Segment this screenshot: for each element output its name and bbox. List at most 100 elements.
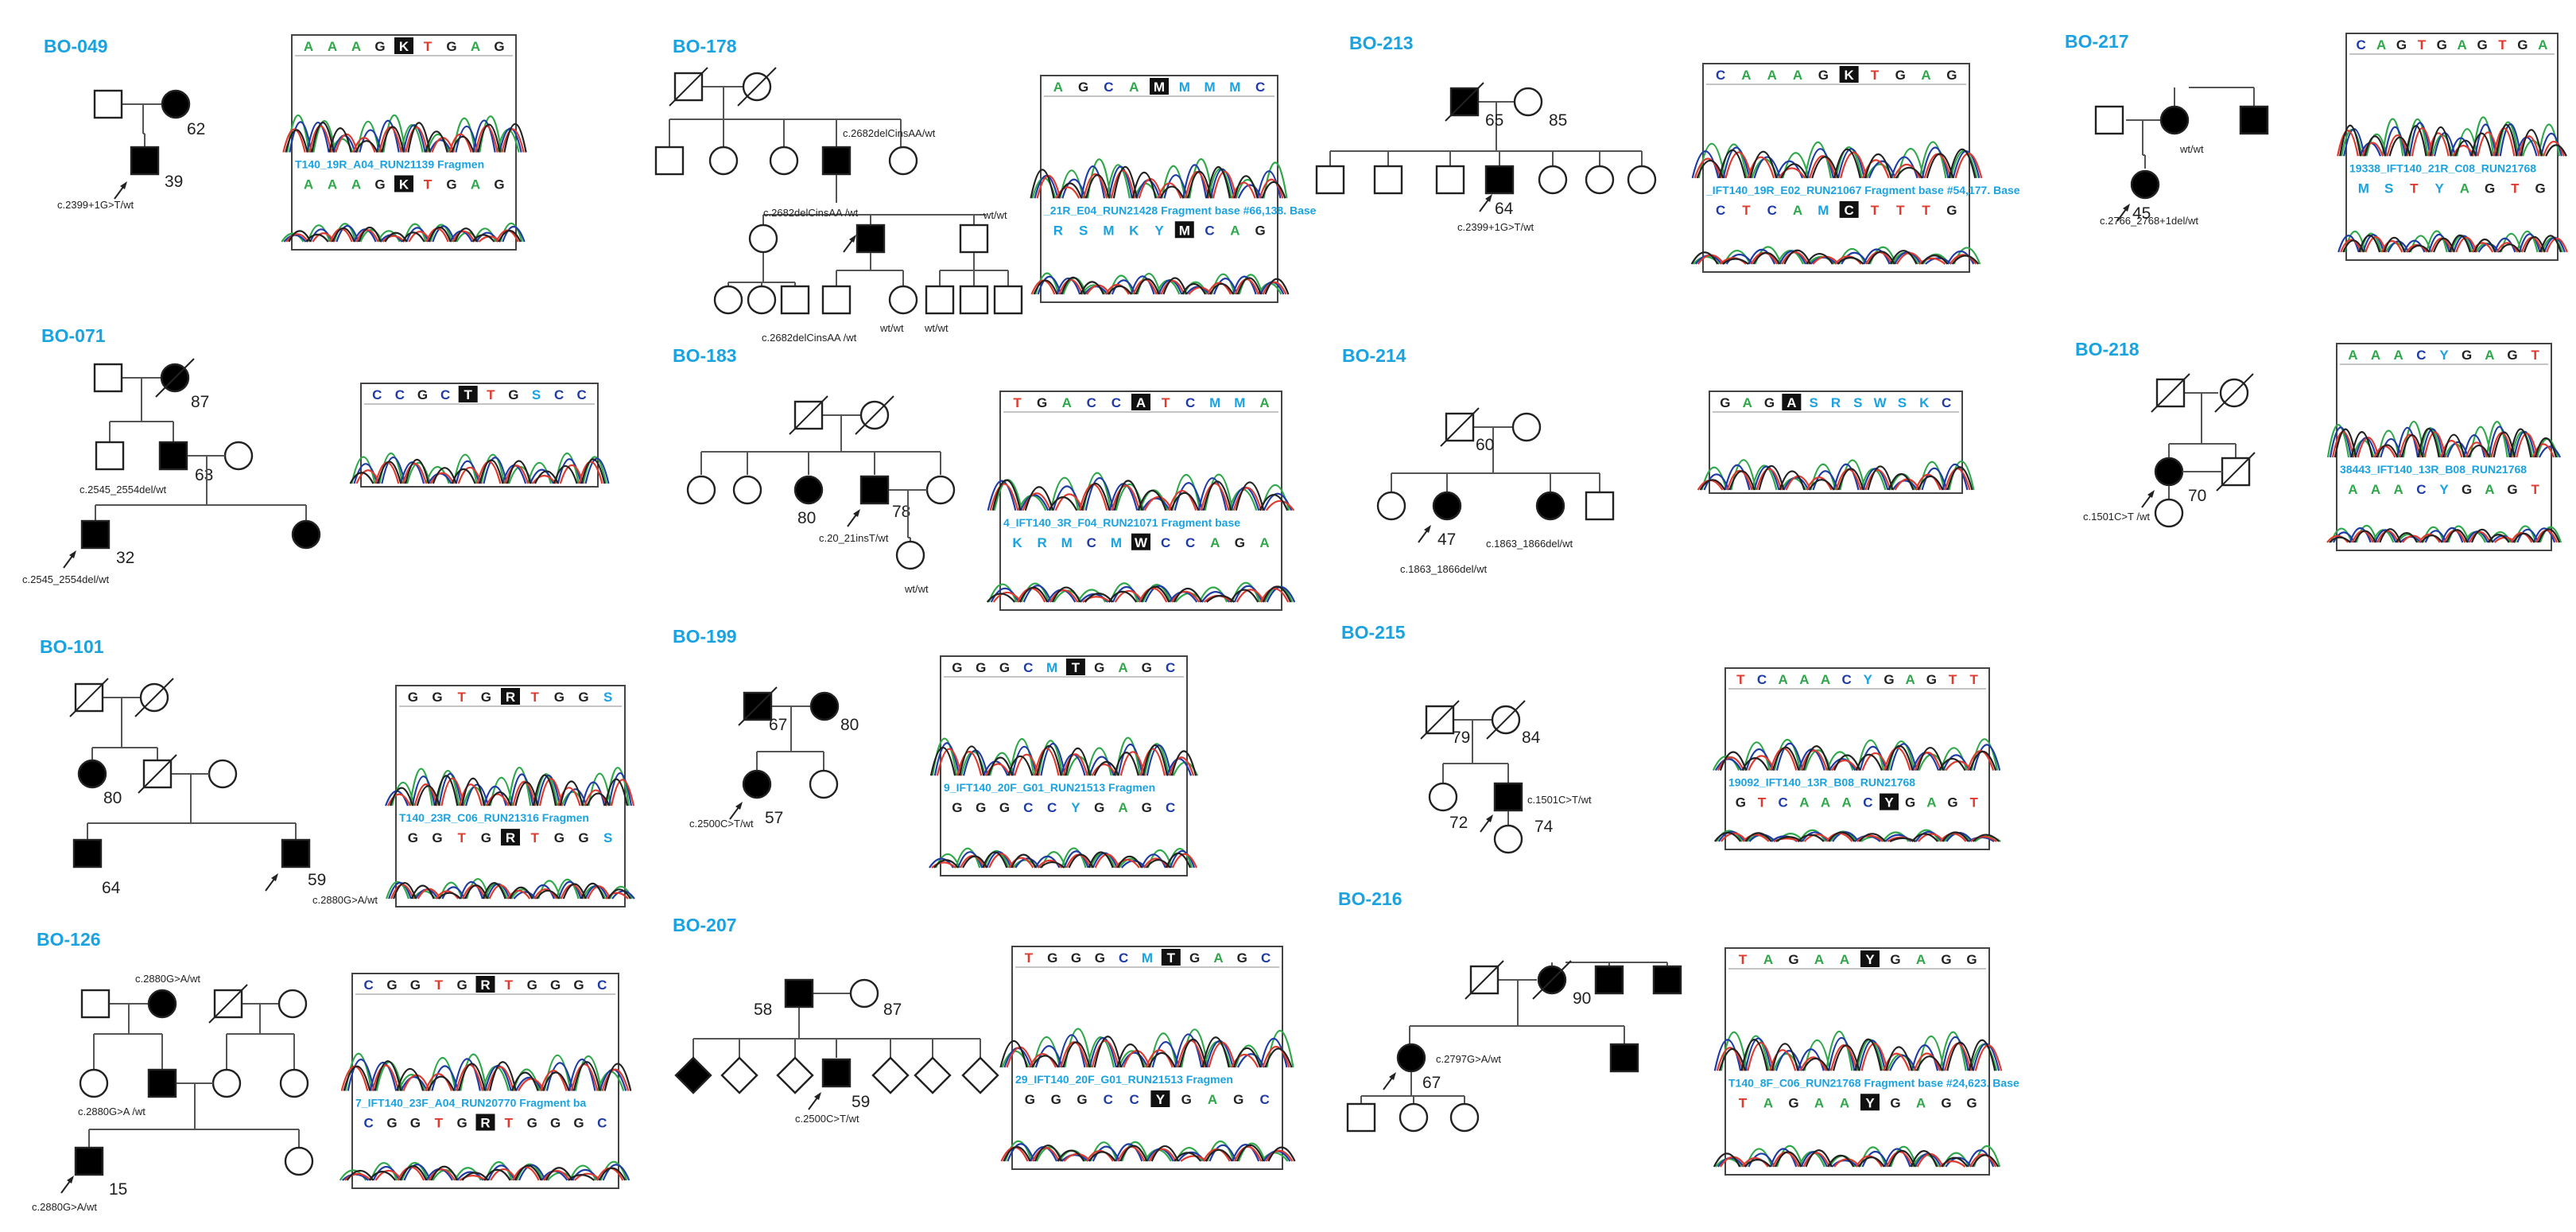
affected-male-symbol	[859, 475, 890, 505]
base-call-letter: G	[494, 39, 504, 54]
unaffected-female-symbol	[809, 769, 839, 799]
trace-red	[387, 777, 635, 806]
base-call-letter: T	[1969, 672, 1978, 687]
trace-black	[1699, 464, 1973, 491]
base-call-letter: C	[1845, 203, 1854, 218]
age-label: 87	[191, 393, 209, 411]
base-call-letter: T	[1758, 795, 1767, 810]
base-call-letter: G	[1078, 80, 1088, 95]
unaffected-male-symbol	[93, 363, 123, 393]
unaffected-female-symbol	[1513, 87, 1543, 117]
base-call-letter: T	[2511, 181, 2520, 196]
base-call-letter: A	[1118, 660, 1127, 675]
base-call-letter: A	[1743, 395, 1752, 410]
affected-male-symbol	[74, 1146, 104, 1176]
base-call-letter: R	[480, 977, 490, 993]
deceased-slash	[1445, 82, 1484, 122]
base-call-letter: G	[999, 800, 1010, 815]
base-call-letter: C	[554, 387, 564, 402]
mutation-label: c.2880G>A/wt	[135, 973, 200, 985]
highlighted-base-marker	[1860, 1094, 1880, 1111]
mutation-label: c.2880G>A /wt	[78, 1106, 145, 1117]
base-call-letter: T	[530, 830, 539, 845]
base-call-letter: T	[1072, 660, 1080, 675]
unaffected-female-symbol	[747, 285, 777, 315]
unaffected-male-symbol	[80, 989, 111, 1019]
base-call-letter: G	[410, 977, 421, 993]
trace-black	[991, 479, 1289, 511]
age-label: 62	[187, 120, 205, 138]
base-call-letter: A	[1921, 68, 1930, 83]
trace-black	[2339, 124, 2567, 157]
unaffected-female-symbol	[925, 475, 956, 505]
base-call-letter: A	[2538, 37, 2547, 52]
age-label: 67	[769, 716, 787, 734]
trace-black	[1719, 744, 1997, 771]
base-call-letter: C	[597, 1116, 607, 1131]
unaffected-male-symbol	[959, 223, 989, 254]
trace-black	[929, 744, 1197, 776]
base-call-letter: T	[505, 977, 514, 993]
unaffected-female-symbol	[769, 146, 799, 176]
mutation-label: c.1863_1866del/wt	[1486, 538, 1573, 550]
base-call-letter: T	[505, 1116, 514, 1131]
affected-male-symbol	[821, 146, 852, 176]
base-call-letter: A	[1741, 68, 1751, 83]
pedigree-panel-bo-178: BO-178c.2682delCinsAA/wtc.2682delCinsAA …	[654, 36, 1317, 344]
base-call-letter: G	[1235, 535, 1245, 550]
base-call-letter: C	[1185, 535, 1195, 550]
base-call-letter: S	[1810, 395, 1818, 410]
deceased-slash	[737, 67, 777, 107]
base-call-letter: C	[1261, 950, 1271, 966]
base-call-letter: C	[1166, 660, 1175, 675]
base-call-letter: G	[527, 977, 537, 993]
base-call-letter: T	[1736, 672, 1745, 687]
mutation-label: c.2880G>A/wt	[312, 894, 378, 906]
chromatogram-caption-bar	[2348, 161, 2556, 176]
base-call-letter: G	[432, 830, 442, 845]
base-call-letter: A	[1787, 395, 1796, 410]
affected-male-symbol	[2239, 105, 2269, 135]
base-call-letter: A	[1821, 795, 1830, 810]
unaffected-female-symbol	[888, 146, 918, 176]
base-call-letter: K	[1919, 395, 1930, 410]
base-call-letter: T	[1025, 950, 1034, 966]
age-label: 85	[1549, 111, 1567, 130]
highlighted-base-marker	[394, 175, 413, 192]
highlighted-base-marker	[1880, 793, 1899, 810]
base-call-letter: T	[1949, 672, 1957, 687]
base-call-letter: G	[1025, 1092, 1035, 1107]
unaffected-male-symbol	[925, 285, 955, 315]
mutation-label: c.1863_1866del/wt	[1400, 563, 1488, 575]
trace-black	[349, 458, 606, 484]
mutation-label: c.20_21insT/wt	[819, 532, 889, 544]
base-call-letter: T	[530, 690, 539, 705]
base-call-letter: C	[1255, 80, 1265, 95]
base-call-letter: S	[603, 690, 612, 705]
mutation-label: c.2545_2554del/wt	[22, 573, 110, 585]
genotype-label: wt/wt	[2179, 143, 2204, 155]
family-id-label: BO-183	[673, 345, 737, 366]
base-call-letter: G	[1051, 1092, 1061, 1107]
mutation-label: c.2399+1G>T/wt	[57, 199, 134, 211]
chromatogram-caption-bar	[354, 1095, 617, 1110]
base-call-letter: G	[2517, 37, 2528, 52]
base-call-letter: T	[1739, 952, 1748, 967]
age-label: 87	[883, 1001, 902, 1019]
unaffected-male-symbol	[780, 285, 810, 315]
base-call-letter: A	[1118, 800, 1127, 815]
base-call-letter: G	[494, 177, 504, 192]
base-call-letter: T	[1922, 203, 1930, 218]
age-label: 78	[892, 503, 910, 521]
base-call-letter: S	[1079, 223, 1088, 238]
base-call-letter: R	[1831, 395, 1841, 410]
base-call-letter: G	[1094, 800, 1104, 815]
base-call-letter: C	[395, 387, 405, 402]
unaffected-unknown-sex-symbol	[720, 1056, 758, 1094]
base-call-letter: M	[1061, 535, 1073, 550]
base-call-letter: C	[1111, 395, 1121, 410]
base-call-letter: T	[2531, 348, 2539, 363]
base-call-letter: G	[554, 690, 564, 705]
